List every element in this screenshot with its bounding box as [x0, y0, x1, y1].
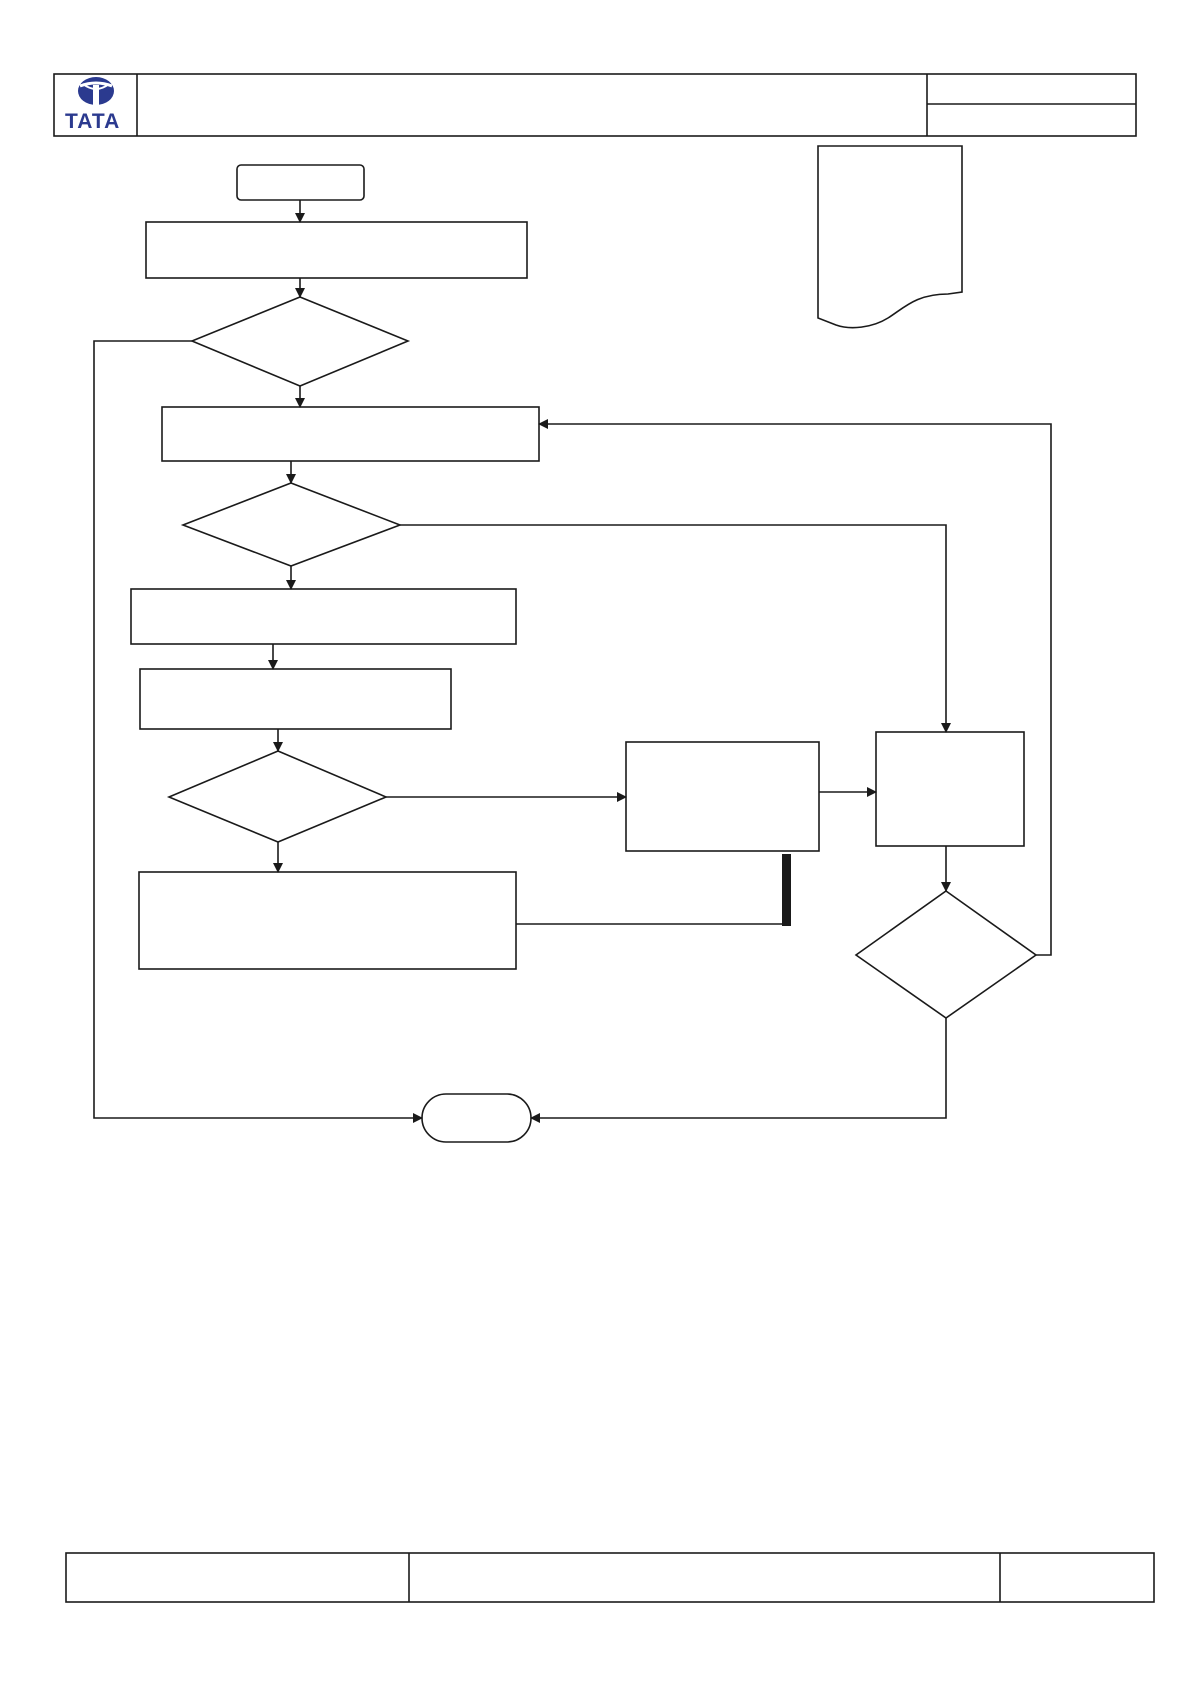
logo-text: TATA [65, 110, 120, 133]
tata-logo: TATA [65, 77, 120, 133]
process-box-1 [145, 221, 528, 279]
thick-connector-bar [782, 854, 791, 926]
arrow-decision4-to-end [530, 1018, 947, 1123]
decision-3 [166, 750, 389, 843]
header-frame [53, 73, 1137, 137]
decision-2 [180, 482, 403, 567]
process-box-3 [130, 588, 517, 645]
tata-emblem-icon [78, 77, 114, 105]
decision-1 [189, 296, 411, 387]
arrow-decision4-loop-to-process2 [538, 419, 1052, 956]
process-box-6 [625, 741, 820, 852]
decision-4 [854, 890, 1038, 1019]
process-box-2 [161, 406, 540, 462]
process-box-4 [139, 668, 452, 730]
footer-frame [65, 1552, 1155, 1603]
header-block: TATA [53, 73, 1137, 137]
arrow-decision2-to-process7 [400, 524, 951, 733]
process-box-7 [875, 731, 1025, 847]
end-terminal [421, 1093, 532, 1143]
connectors [93, 200, 1052, 1123]
start-terminal [236, 164, 365, 201]
footer-block [65, 1552, 1155, 1603]
arrow-decision1-to-end [93, 340, 423, 1123]
document-shape [817, 145, 963, 329]
process-box-5 [138, 871, 517, 970]
